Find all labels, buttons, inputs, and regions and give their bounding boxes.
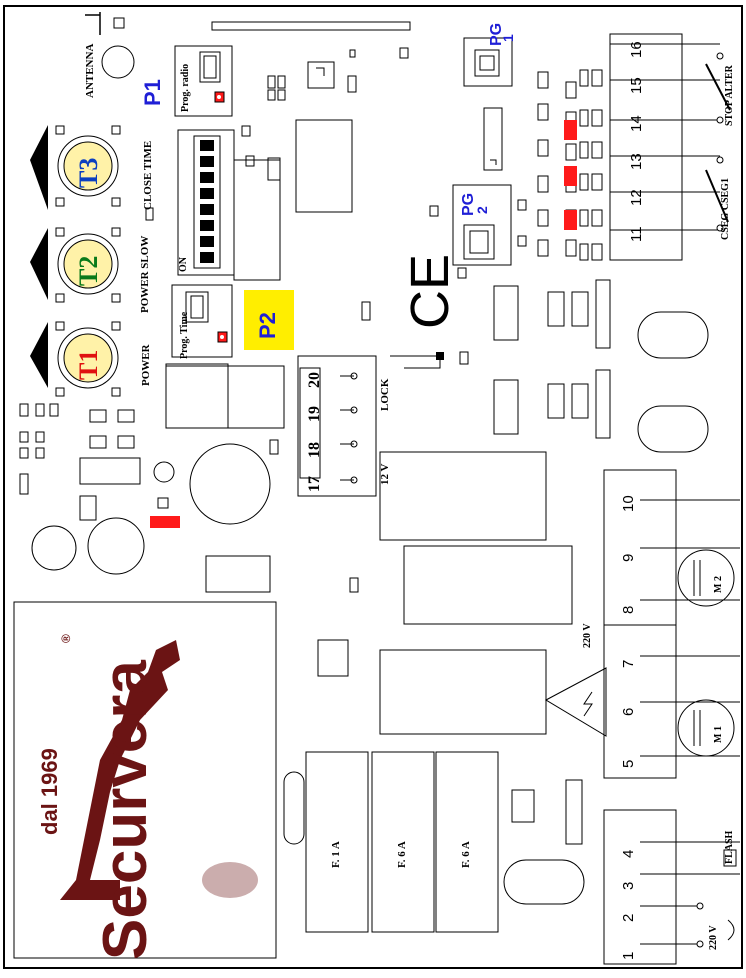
led-red-2 (564, 166, 577, 186)
220v-bottom-label: 220 V (708, 925, 719, 950)
power-slow-label: POWER SLOW (139, 235, 151, 313)
motor-m2-symbol (677, 549, 735, 607)
terminal-block-5-10 (603, 469, 677, 779)
prog-radio-block (174, 45, 233, 117)
pg1-module (463, 37, 513, 87)
led-red-3 (564, 210, 577, 230)
antenna-coil (101, 45, 135, 79)
lock-label: LOCK (379, 378, 391, 411)
12v-label: 12 V (379, 463, 391, 486)
terminal-9: 9 (620, 553, 637, 562)
fuse-f6-b-label: F. 6 A (460, 841, 472, 868)
220v-mid-label: 220 V (582, 623, 593, 648)
led-red-1 (564, 120, 577, 140)
prog-time-label: Prog. Time (179, 311, 190, 359)
t2-label: T2 (74, 255, 103, 286)
t1-label: T1 (74, 349, 103, 380)
fuse-f6-a-label: F. 6 A (396, 841, 408, 868)
logo-wolf (60, 640, 180, 900)
terminal-17: 17 (306, 476, 323, 492)
terminal-2: 2 (620, 913, 637, 922)
terminal-5: 5 (620, 759, 637, 768)
stop-alter-label: STOP ALTER (724, 65, 735, 126)
antenna-symbol (85, 12, 101, 35)
component-array (537, 69, 603, 261)
terminal-1: 1 (620, 951, 637, 960)
ce-mark: CE (400, 253, 460, 329)
p2-badge (244, 290, 294, 350)
terminal-4: 4 (620, 849, 637, 858)
terminal-14: 14 (628, 115, 645, 132)
m1-label: M 1 (713, 726, 724, 743)
terminal-6: 6 (620, 707, 637, 716)
pg2-number: 2 (474, 206, 490, 214)
logo-panel (13, 601, 277, 959)
terminal-16: 16 (628, 41, 645, 58)
fuse-f1-label: F. 1 A (330, 841, 342, 868)
p1-label: P1 (140, 79, 165, 106)
terminal-7: 7 (620, 659, 637, 668)
logo-registered: ® (59, 634, 73, 643)
terminal-20: 20 (306, 372, 323, 388)
cseg-label: CSEG CSEG1 (720, 178, 731, 240)
t3-label: T3 (74, 157, 103, 188)
terminal-12: 12 (628, 189, 645, 206)
motor-m1-symbol (677, 699, 735, 757)
close-time-label: CLOSE TIME (142, 140, 154, 210)
m2-label: M 2 (713, 576, 724, 593)
fuse-f1 (305, 751, 369, 933)
led-red-left (150, 516, 180, 528)
big-capacitor (189, 443, 271, 525)
on-label: ON (178, 257, 189, 272)
terminal-block-17-20 (297, 355, 377, 497)
terminal-block-11-16 (609, 33, 683, 261)
logo-brand: Securvera (91, 660, 160, 960)
dip-switches (200, 140, 214, 263)
pg1-number: 1 (500, 34, 516, 42)
terminal-18: 18 (306, 442, 323, 458)
board-outline (3, 5, 743, 969)
hazard-triangle (544, 667, 607, 737)
fuse-f6-a (371, 751, 435, 933)
terminal-15: 15 (628, 77, 645, 94)
prog-radio-label: Prog. radio (180, 63, 191, 112)
p2-label: P2 (255, 312, 280, 339)
power-label: POWER (140, 344, 152, 386)
fuse-f6-b (435, 751, 499, 933)
terminal-10: 10 (620, 495, 637, 512)
antenna-label: ANTENNA (84, 43, 96, 98)
t-buttons (30, 125, 121, 397)
flash-label: FLASH (724, 830, 735, 864)
terminal-19: 19 (306, 406, 323, 422)
logo-since: dal 1969 (37, 748, 62, 835)
terminal-13: 13 (628, 153, 645, 170)
prog-time-block (171, 284, 233, 358)
terminal-8: 8 (620, 605, 637, 614)
pg2-module (452, 184, 512, 266)
terminal-11: 11 (628, 226, 645, 242)
terminal-3: 3 (620, 881, 637, 890)
terminal-block-1-4 (603, 809, 677, 965)
